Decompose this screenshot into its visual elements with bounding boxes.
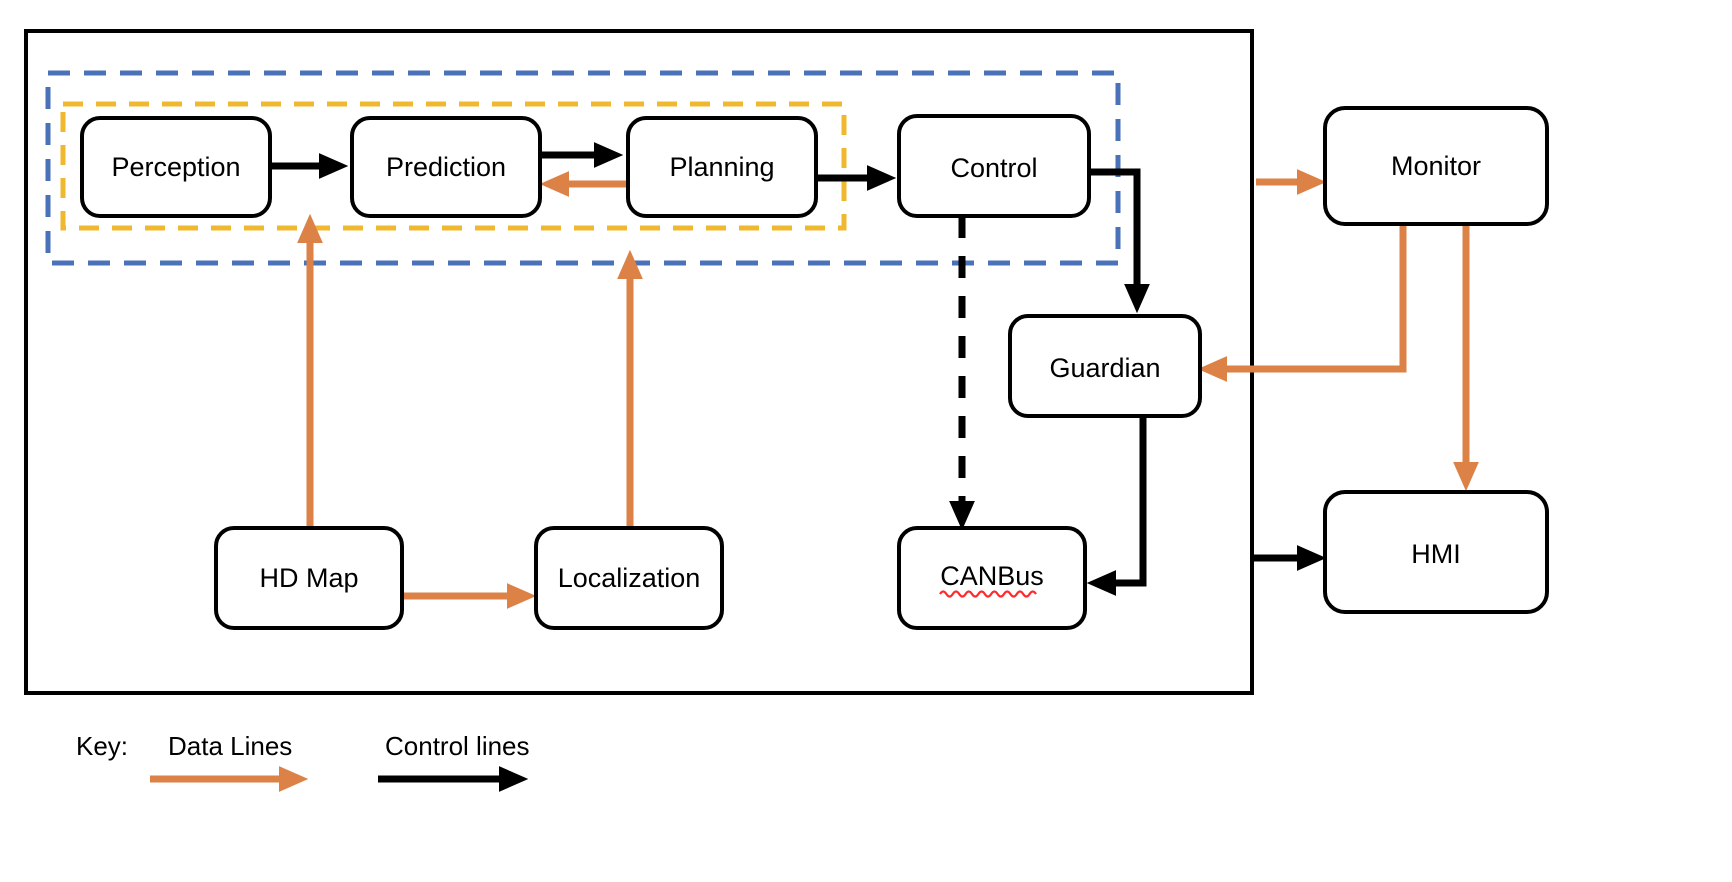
- node-guardian-label: Guardian: [1049, 353, 1160, 383]
- edge-guardian-to-canbus: [1086, 416, 1147, 596]
- node-prediction-box[interactable]: [350, 116, 542, 218]
- group-inner-dashed-box: [60, 101, 847, 231]
- node-hmi-box[interactable]: [1323, 490, 1549, 614]
- node-hd-map-label: HD Map: [259, 563, 358, 593]
- node-hmi-label: HMI: [1411, 539, 1461, 569]
- node-perception[interactable]: Perception: [80, 116, 272, 218]
- node-localization[interactable]: Localization: [534, 526, 724, 630]
- node-hmi[interactable]: HMI: [1323, 490, 1549, 614]
- node-canbus-box[interactable]: [897, 526, 1087, 630]
- node-control[interactable]: Control: [897, 114, 1091, 218]
- edge-control-to-guardian: [1090, 168, 1150, 314]
- node-hd-map[interactable]: HD Map: [214, 526, 404, 630]
- node-monitor[interactable]: Monitor: [1323, 106, 1549, 226]
- node-planning[interactable]: Planning: [626, 116, 818, 218]
- node-prediction-label: Prediction: [386, 152, 506, 182]
- edge-monitor-to-guardian: [1197, 224, 1407, 382]
- spellcheck-underline-icon: [939, 590, 1037, 598]
- node-monitor-box[interactable]: [1323, 106, 1549, 226]
- system-boundary-frame: [24, 29, 1254, 695]
- legend: Key: Data Lines Control lines: [76, 731, 530, 792]
- node-localization-box[interactable]: [534, 526, 724, 630]
- legend-item-control-lines-label: Control lines: [385, 731, 530, 761]
- node-canbus[interactable]: CANBus: [897, 526, 1087, 630]
- node-perception-box[interactable]: [80, 116, 272, 218]
- node-control-label: Control: [950, 153, 1037, 183]
- node-canbus-label: CANBus: [940, 561, 1044, 591]
- group-outer-dashed-box: [45, 70, 1121, 266]
- legend-title: Key:: [76, 731, 128, 761]
- node-monitor-label: Monitor: [1391, 151, 1481, 181]
- node-perception-label: Perception: [111, 152, 240, 182]
- node-planning-box[interactable]: [626, 116, 818, 218]
- node-guardian-box[interactable]: [1008, 314, 1202, 418]
- node-planning-label: Planning: [669, 152, 774, 182]
- node-hd-map-box[interactable]: [214, 526, 404, 630]
- node-prediction[interactable]: Prediction: [350, 116, 542, 218]
- legend-item-data-lines-label: Data Lines: [168, 731, 292, 761]
- node-control-box[interactable]: [897, 114, 1091, 218]
- node-localization-label: Localization: [558, 563, 701, 593]
- node-guardian[interactable]: Guardian: [1008, 314, 1202, 418]
